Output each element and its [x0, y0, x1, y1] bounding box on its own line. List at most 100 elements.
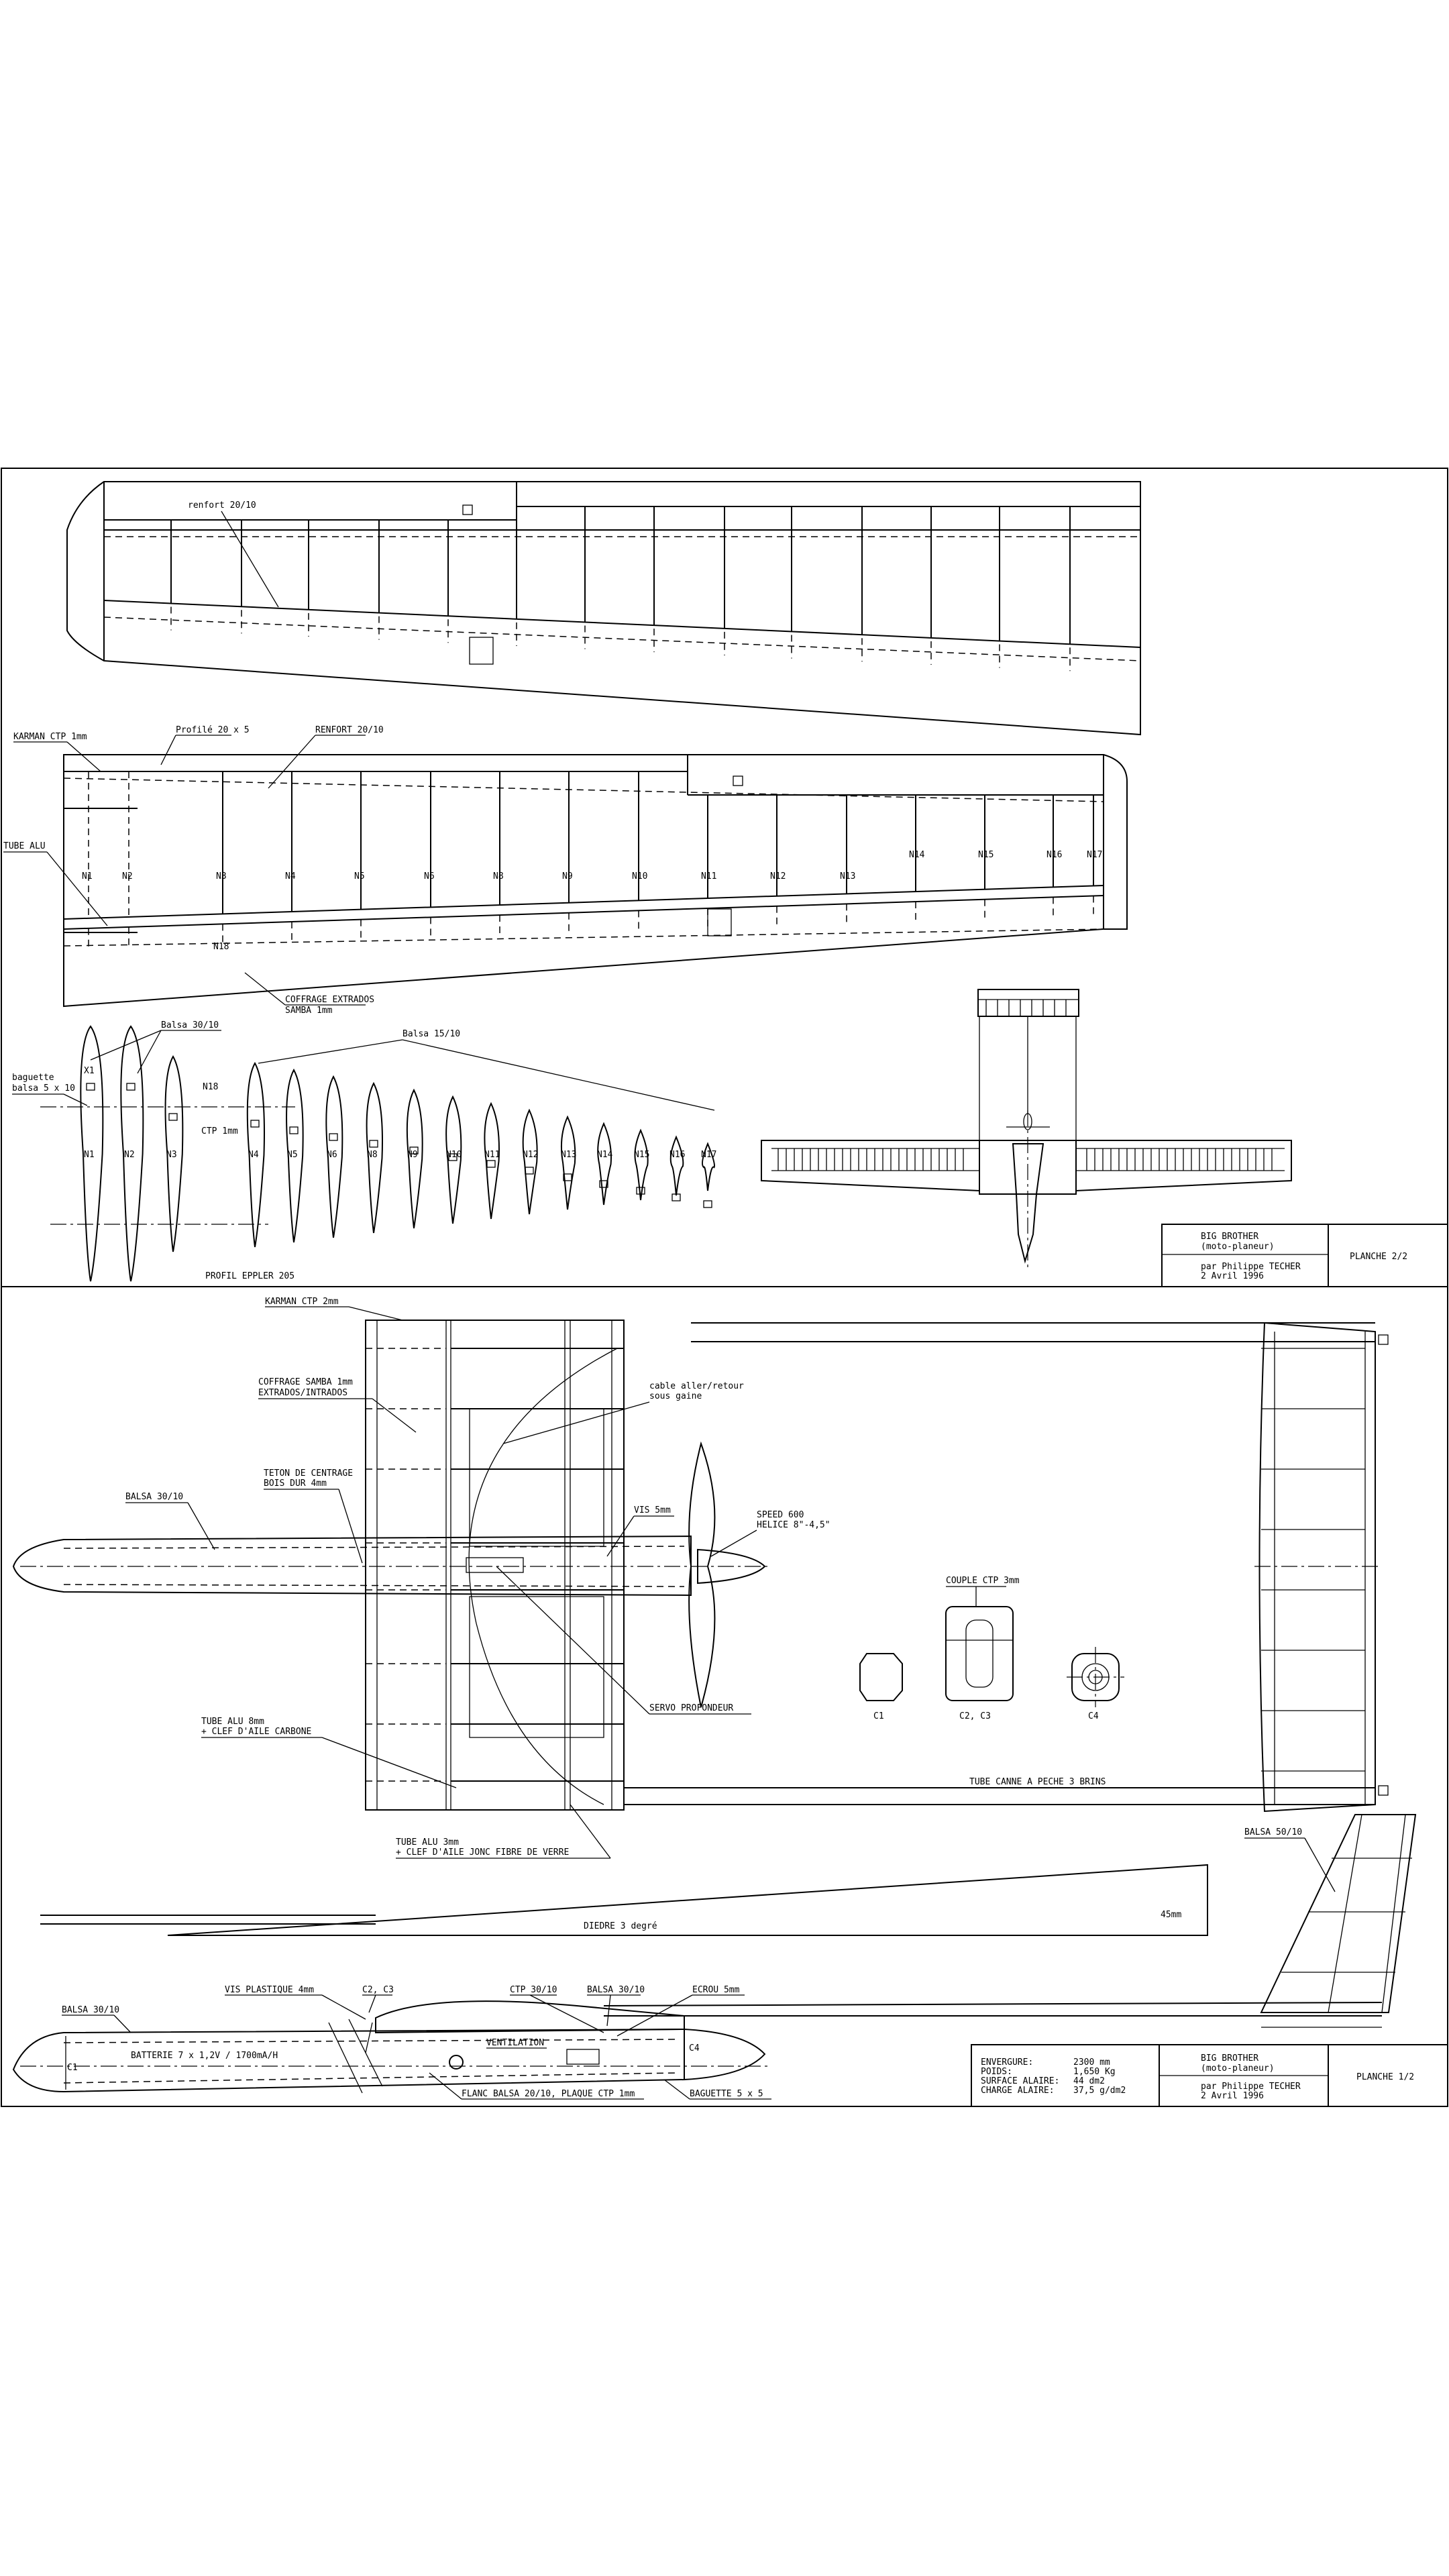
- label-c1-side: C1: [67, 2063, 78, 2073]
- label-cable: cable aller/retour: [649, 1381, 744, 1391]
- stabilizer-top-view: [1254, 1322, 1389, 1813]
- spar-notch: [636, 1187, 645, 1195]
- spar-notch: [599, 1180, 608, 1188]
- spar-notch: [250, 1120, 260, 1128]
- label-45mm: 45mm: [1161, 1910, 1181, 1920]
- rib-profile: [597, 1122, 612, 1205]
- tb1-type: (moto-planeur): [1201, 2063, 1275, 2074]
- spec-value: 2300 mm: [1073, 2057, 1110, 2068]
- wing-rib-label: N10: [632, 871, 647, 881]
- wing-rib-label: N17: [1087, 850, 1102, 860]
- label-karman: KARMAN CTP 1mm: [13, 732, 87, 742]
- spar-notch: [289, 1126, 299, 1134]
- label-baguette55: BAGUETTE 5 x 5: [690, 2089, 763, 2099]
- rib-profile: [634, 1128, 649, 1201]
- label-extrados: EXTRADOS/INTRADOS: [258, 1388, 347, 1398]
- spar-notch: [329, 1133, 338, 1141]
- wing-rib-label: N8: [493, 871, 504, 881]
- sheet-1-frame: [1, 1286, 1448, 2107]
- label-batterie: BATTERIE 7 x 1,2V / 1700mA/H: [131, 2051, 278, 2061]
- tb2-type: (moto-planeur): [1201, 1242, 1275, 1252]
- label-balsa3010: Balsa 30/10: [161, 1020, 219, 1030]
- rib-profile-label: N2: [124, 1150, 135, 1160]
- rib-profile: [325, 1075, 343, 1238]
- rib-profile: [120, 1025, 144, 1282]
- label-c23: C2, C3: [959, 1711, 991, 1721]
- wing-rib-label: N6: [424, 871, 435, 881]
- label-flanc: FLANC BALSA 20/10, PLAQUE CTP 1mm: [462, 2089, 635, 2099]
- tb2-name: BIG BROTHER: [1201, 1232, 1258, 1242]
- rib-profile-label: N6: [327, 1150, 337, 1160]
- label-speed: SPEED 600: [757, 1510, 804, 1520]
- rib-profile: [366, 1081, 383, 1234]
- label-coffrage-2: SAMBA 1mm: [285, 1006, 333, 1016]
- tb1-author: par Philippe TECHER: [1201, 2082, 1301, 2092]
- label-profil-eppler: PROFIL EPPLER 205: [205, 1271, 294, 1281]
- label-profile: Profilé 20 x 5: [176, 725, 250, 735]
- wing-panel-top: [66, 481, 1141, 736]
- rib-profile-label: N13: [561, 1150, 576, 1160]
- spec-key: ENVERGURE:: [981, 2057, 1033, 2068]
- rib-profile: [246, 1061, 265, 1248]
- tb2-sheet: PLANCHE 2/2: [1350, 1252, 1407, 1262]
- aircraft-top-view: [761, 989, 1292, 1268]
- wing-rib-label: N13: [840, 871, 855, 881]
- wing-rib-label: N5: [354, 871, 365, 881]
- label-couple: COUPLE CTP 3mm: [946, 1576, 1020, 1586]
- wing-rib-label: N14: [909, 850, 925, 860]
- label-c4: C4: [1088, 1711, 1099, 1721]
- wing-rib-label: N4: [285, 871, 296, 881]
- rib-profile-label: N17: [701, 1150, 716, 1160]
- spar-notch: [126, 1083, 136, 1091]
- rib-profile: [406, 1088, 423, 1229]
- spec-key: CHARGE ALAIRE:: [981, 2086, 1055, 2096]
- label-renfort: RENFORT 20/10: [315, 725, 384, 735]
- spec-key: SURFACE ALAIRE:: [981, 2076, 1059, 2086]
- label-balsa3010-b: BALSA 30/10: [587, 1985, 645, 1995]
- spec-key: POIDS:: [981, 2067, 1012, 2077]
- wing-rib-label: N15: [978, 850, 994, 860]
- wing-rib-label: N9: [562, 871, 573, 881]
- label-balsa5010: BALSA 50/10: [1244, 1827, 1302, 1837]
- rib-profile-label: N14: [597, 1150, 613, 1160]
- fuselage-top-view: [12, 1322, 1375, 1805]
- label-coffrage-samba: COFFRAGE SAMBA 1mm: [258, 1377, 353, 1387]
- label-teton: TETON DE CENTRAGE: [264, 1468, 353, 1479]
- label-balsa3010-top: BALSA 30/10: [125, 1492, 183, 1502]
- rib-profile-label: N3: [166, 1150, 177, 1160]
- label-canne: TUBE CANNE A PECHE 3 BRINS: [969, 1777, 1106, 1787]
- label-x1: X1: [84, 1066, 95, 1076]
- spar-notch: [168, 1113, 178, 1121]
- fin-side-view: [1260, 1814, 1417, 2013]
- rib-profile-label: N4: [248, 1150, 259, 1160]
- spec-value: 37,5 g/dm2: [1073, 2086, 1126, 2096]
- label-cable-2: sous gaine: [649, 1391, 702, 1401]
- wing-rib-label: N1: [82, 871, 93, 881]
- label-tube-alu: TUBE ALU: [3, 841, 46, 851]
- label-c4-side: C4: [689, 2043, 700, 2053]
- wing-rib-label: N12: [770, 871, 786, 881]
- rib-profile: [484, 1102, 500, 1220]
- label-karman2: KARMAN CTP 2mm: [265, 1297, 339, 1307]
- fuselage-side-view: [12, 2000, 1383, 2094]
- rib-profile: [522, 1108, 538, 1215]
- rib-profile-label: N5: [287, 1150, 298, 1160]
- rib-profile: [445, 1095, 462, 1224]
- spar-notch: [525, 1167, 534, 1175]
- label-ctp1mm: CTP 1mm: [201, 1126, 238, 1136]
- tb2-author: par Philippe TECHER: [1201, 1262, 1301, 1272]
- spar-notch: [486, 1160, 496, 1168]
- label-balsa3010-side: BALSA 30/10: [62, 2005, 119, 2015]
- label-servo: SERVO PROFONDEUR: [649, 1703, 733, 1713]
- spar-notch: [448, 1153, 458, 1161]
- rib-profile: [669, 1135, 684, 1196]
- label-ventilation: VENTILATION: [486, 2038, 544, 2048]
- rib-profile-label: N16: [669, 1150, 685, 1160]
- title-block-2: [1161, 1224, 1448, 1287]
- label-coffrage: COFFRAGE EXTRADOS: [285, 995, 374, 1005]
- rib-profile-label: N8: [367, 1150, 378, 1160]
- spar-notch: [86, 1083, 95, 1091]
- label-n18-profile: N18: [203, 1082, 218, 1092]
